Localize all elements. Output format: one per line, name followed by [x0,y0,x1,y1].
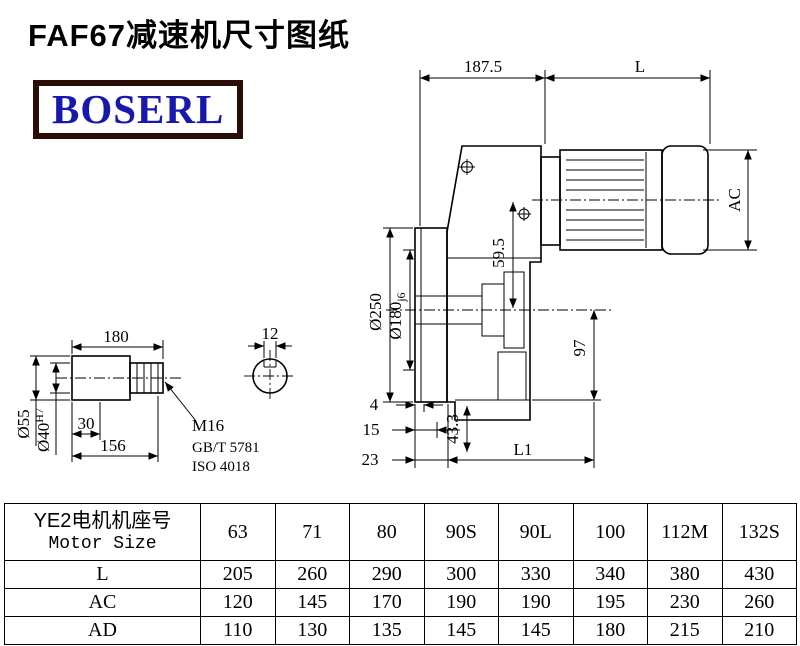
dim-label-dia250: Ø250 [366,293,385,331]
dim-label-156: 156 [100,436,126,455]
value-cell: 430 [721,560,797,589]
value-cell: 135 [349,616,425,645]
dim-label-AC: AC [725,188,744,212]
header-label-en: Motor Size [48,534,157,555]
page-title: FAF67减速机尺寸图纸 [28,18,351,53]
motor-adapter [540,156,561,246]
value-cell: 190 [423,588,499,617]
shaft-detail-view: 180 Ø55 Ø40H7 30 156 M16 GB/T 5781 [14,327,260,475]
shaft-end [129,362,164,394]
table-row-L: L 205 260 290 300 330 340 380 430 [4,560,797,589]
row-label: L [4,560,201,589]
dim-label-180: 180 [103,327,129,346]
value-cell: 380 [647,560,723,589]
dim-label-dia180: Ø180j6 [386,292,408,339]
dim-label-23: 23 [362,450,379,469]
dia180-fit: j6 [394,292,408,302]
value-cell: 290 [349,560,425,589]
value-cell: 330 [498,560,574,589]
dim-label-30: 30 [78,414,95,433]
value-cell: 215 [647,616,723,645]
dim-label-43-3: 43.3 [443,414,462,444]
row-label: AD [4,616,201,645]
dim-label-dia55: Ø55 [14,409,33,438]
dia40-fit: H7 [32,408,46,423]
boserl-logo: BOSERL [33,80,244,140]
standard-gb-label: GB/T 5781 [192,440,260,456]
value-cell: 110 [200,616,276,645]
value-cell: 145 [423,616,499,645]
thread-callout-label: M16 [192,416,224,435]
output-flange [414,227,448,403]
value-cell: 170 [349,588,425,617]
value-cell: 180 [572,616,648,645]
size-col-header: 90S [423,503,499,561]
header-label-cn: YE2电机机座号 [33,510,172,533]
shaft-end-view: 12 [244,324,296,402]
boserl-logo-text: BOSERL [52,86,225,132]
table-row-AC: AC 120 145 170 190 190 195 230 260 [4,588,797,617]
table-row-AD: AD 110 130 135 145 145 180 215 210 [4,616,797,645]
table-header-row: YE2电机机座号 Motor Size 63 71 80 90S 90L 100… [4,503,797,561]
value-cell: 145 [274,588,350,617]
size-col-header: 112M [647,503,723,561]
main-view-dimensions: 187.5 L AC Ø250 Ø180j6 59.5 97 [362,57,757,469]
size-col-header: 80 [349,503,425,561]
dim-label-L1: L1 [514,440,533,459]
value-cell: 130 [274,616,350,645]
value-cell: 195 [572,588,648,617]
value-cell: 260 [721,588,797,617]
dia40-value: Ø40 [34,423,53,452]
technical-drawing: 187.5 L AC Ø250 Ø180j6 59.5 97 [14,57,757,475]
lower-gear-block [497,351,527,401]
motor-size-header-cell: YE2电机机座号 Motor Size [4,503,201,561]
size-col-header: 71 [274,503,350,561]
value-cell: 300 [423,560,499,589]
value-cell: 120 [200,588,276,617]
value-cell: 260 [274,560,350,589]
size-col-header: 132S [721,503,797,561]
value-cell: 230 [647,588,723,617]
dim-label-dia40: Ø40H7 [32,408,53,452]
value-cell: 205 [200,560,276,589]
dim-label-15: 15 [363,420,380,439]
thread-leader-line [164,381,197,422]
dim-label-12: 12 [262,324,279,343]
gearbox-housing [446,145,542,421]
value-cell: 145 [498,616,574,645]
dim-label-187-5: 187.5 [464,57,502,76]
motor-dimension-table: YE2电机机座号 Motor Size 63 71 80 90S 90L 100… [4,503,797,645]
row-label: AC [4,588,201,617]
value-cell: 190 [498,588,574,617]
shaft-end-circle [252,358,288,394]
value-cell: 210 [721,616,797,645]
gearbox-main-view [386,145,722,421]
standard-iso-label: ISO 4018 [192,459,250,475]
shaft-end-threads [136,363,159,393]
dia180-value: Ø180 [386,302,405,340]
size-col-header: 100 [572,503,648,561]
value-cell: 340 [572,560,648,589]
dim-label-4: 4 [370,395,379,414]
dim-label-59-5: 59.5 [489,238,508,268]
size-col-header: 63 [200,503,276,561]
size-col-header: 90L [498,503,574,561]
dim-label-L: L [635,57,645,76]
dim-label-97: 97 [570,339,589,357]
